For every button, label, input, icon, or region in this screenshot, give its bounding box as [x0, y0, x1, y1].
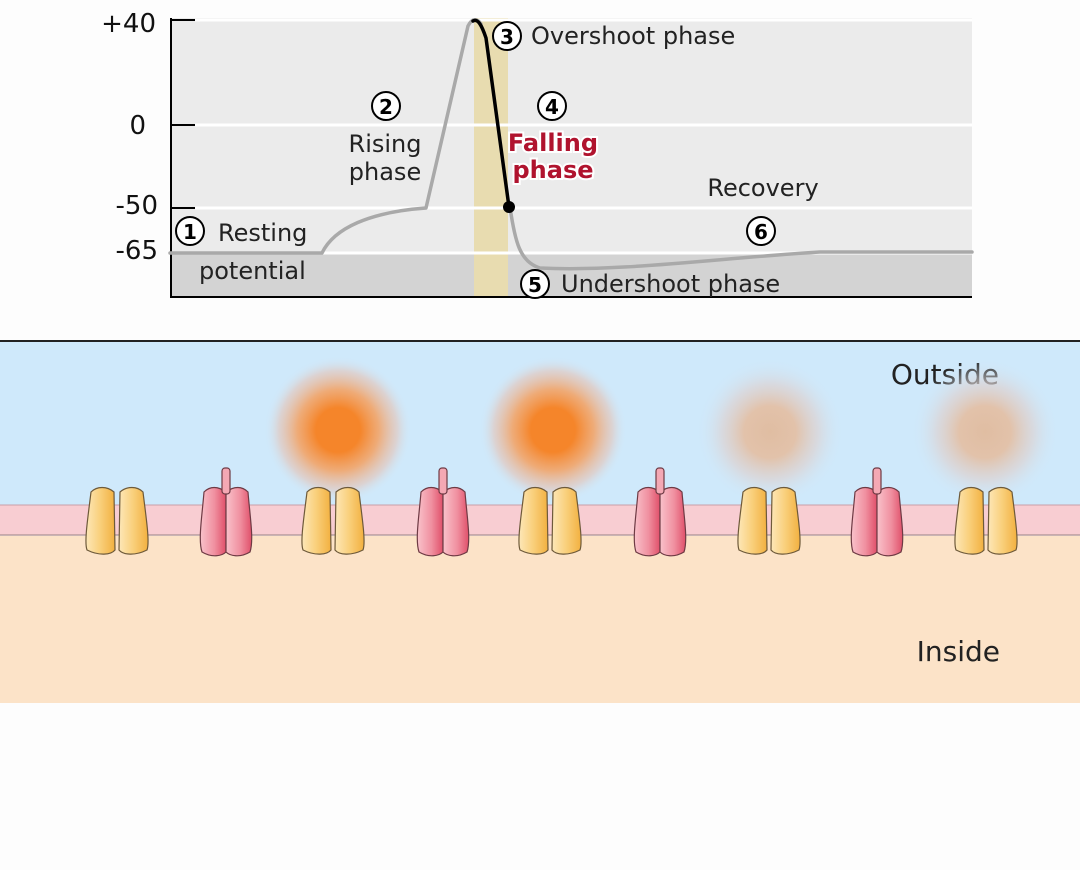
- phase-4-label-line2: phase: [512, 156, 593, 184]
- phase-5-marker: 5: [520, 269, 550, 299]
- sodium-channel: [633, 467, 687, 557]
- potassium-ion-cloud-faded: [696, 358, 844, 506]
- phase-4-marker: 4: [537, 91, 567, 121]
- membrane-potential-graph: +40 0 -50 -65 1 Resting potential 2 Risi…: [101, 9, 974, 299]
- sodium-channel: [416, 467, 470, 557]
- phase-6-marker: 6: [746, 216, 776, 246]
- current-point-marker: [503, 201, 515, 213]
- phase-4-number: 4: [545, 95, 559, 119]
- phase-1-number: 1: [183, 220, 197, 244]
- inside-label: Inside: [917, 635, 1000, 668]
- membrane-section: Outside Inside: [0, 340, 1080, 703]
- phase-2-label-line2: phase: [349, 158, 421, 186]
- phase-3-label: Overshoot phase: [531, 22, 735, 50]
- phase-2-number: 2: [379, 95, 393, 119]
- tick-label-plus40: +40: [101, 9, 156, 39]
- potassium-channel: [301, 486, 365, 555]
- plot-area: [170, 18, 972, 254]
- phase-6-number: 6: [754, 220, 768, 244]
- falling-phase-trace: [471, 18, 511, 209]
- phase-3-marker: 3: [492, 21, 522, 51]
- tick-label-minus50: -50: [116, 191, 158, 221]
- potassium-ion-cloud-faded: [911, 358, 1059, 506]
- inside-region: [0, 536, 1080, 703]
- below-resting-band: [170, 254, 972, 298]
- potassium-ion-cloud-active: [479, 356, 627, 504]
- potassium-channel: [954, 486, 1018, 555]
- tick-label-minus65: -65: [116, 236, 158, 266]
- sodium-channel: [850, 467, 904, 557]
- phase-1-label-line2: potential: [199, 257, 306, 285]
- phase-1-marker: 1: [175, 216, 205, 246]
- tick-label-0: 0: [129, 111, 146, 141]
- phase-2-marker: 2: [371, 91, 401, 121]
- phase-5-number: 5: [528, 273, 542, 297]
- potassium-channel: [85, 486, 149, 555]
- potassium-ion-cloud-active: [264, 356, 412, 504]
- potassium-channel: [518, 486, 582, 555]
- phase-4-label-line1: Falling: [508, 129, 598, 157]
- phase-5-label: Undershoot phase: [561, 270, 780, 298]
- phase-1-label-line1: Resting: [218, 219, 307, 247]
- phase-2-label-line1: Rising: [349, 130, 422, 158]
- phase-3-number: 3: [500, 25, 514, 49]
- phase-6-label: Recovery: [707, 174, 818, 202]
- sodium-channel: [199, 467, 253, 557]
- potassium-channel: [737, 486, 801, 555]
